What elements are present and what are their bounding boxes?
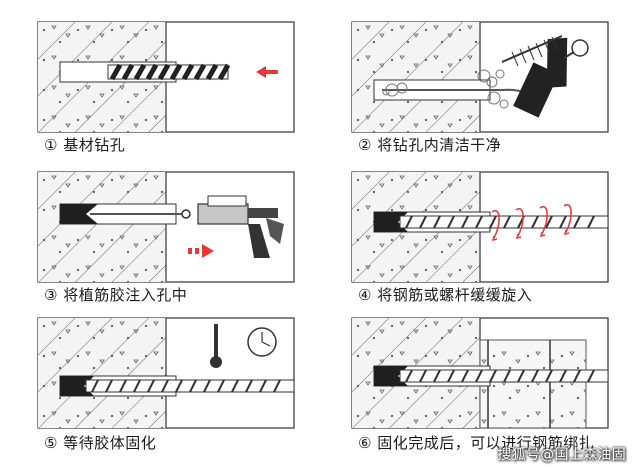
curing-illustration bbox=[37, 317, 295, 429]
watermark: 搜狐号@国上森油固 bbox=[497, 447, 626, 463]
inject-adhesive-illustration bbox=[37, 171, 295, 283]
panel-insert-rebar bbox=[351, 171, 609, 283]
drill-bit-icon bbox=[107, 63, 231, 81]
panel-drill-hole bbox=[37, 21, 295, 133]
panel-tie-rebar bbox=[351, 317, 609, 429]
direction-arrow-icon bbox=[188, 244, 214, 258]
brush-icon bbox=[501, 35, 563, 67]
step-5-caption: ⑤ 等待胶体固化 bbox=[44, 434, 157, 452]
rebar-icon bbox=[399, 369, 609, 383]
insert-rebar-illustration bbox=[351, 171, 609, 283]
panel-clean-hole bbox=[351, 21, 609, 133]
clock-icon bbox=[247, 327, 277, 357]
rebar-icon bbox=[85, 379, 295, 393]
panel-curing bbox=[37, 317, 295, 429]
step-3-caption: ③ 将植筋胶注入孔中 bbox=[44, 286, 188, 304]
air-pump-icon bbox=[382, 37, 589, 118]
dust-cloud-icon bbox=[382, 69, 509, 109]
adhesive-fill bbox=[60, 204, 98, 224]
glue-gun-icon bbox=[90, 195, 284, 258]
thermometer-icon bbox=[210, 324, 222, 368]
rebar-icon bbox=[399, 215, 609, 229]
rotation-arrow-icon bbox=[491, 203, 572, 242]
panel-inject-adhesive bbox=[37, 171, 295, 283]
step-4-caption: ④ 将钢筋或螺杆缓缓旋入 bbox=[358, 286, 533, 304]
push-arrow-icon bbox=[256, 66, 278, 78]
step-2-caption: ② 将钻孔内清洁干净 bbox=[358, 136, 502, 154]
clean-hole-illustration bbox=[351, 21, 609, 133]
tie-rebar-illustration bbox=[351, 317, 609, 429]
drill-hole-illustration bbox=[37, 21, 295, 133]
step-1-caption: ① 基材钻孔 bbox=[44, 136, 126, 154]
step-6-caption: ⑥ 固化完成后，可以进行钢筋绑扎 bbox=[358, 434, 595, 452]
